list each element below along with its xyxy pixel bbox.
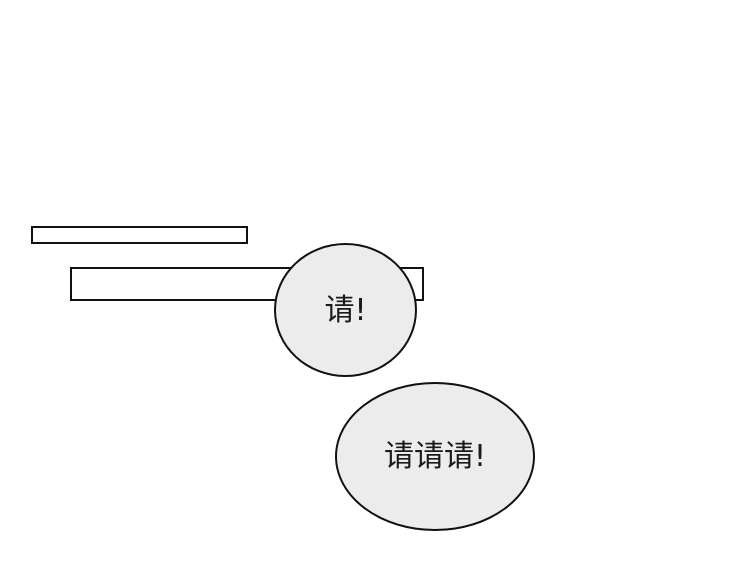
speech-bubble-second: 请请请!: [335, 382, 535, 531]
speech-bubble-first-text: 请!: [324, 293, 367, 328]
blank-caption-box-top: [31, 226, 248, 244]
speech-bubble-first: 请!: [274, 243, 417, 377]
speech-bubble-second-text: 请请请!: [383, 438, 487, 474]
